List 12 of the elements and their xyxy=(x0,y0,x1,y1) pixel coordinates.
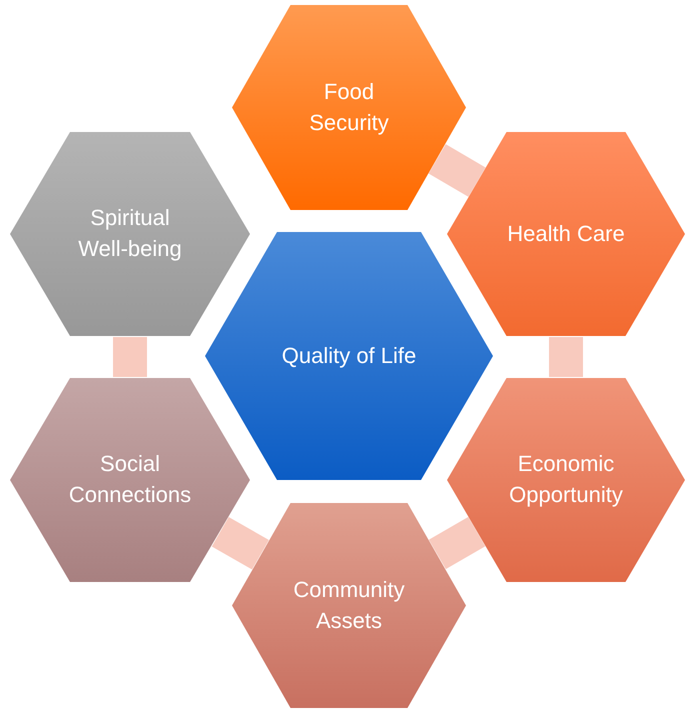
connector-band xyxy=(113,337,147,377)
node-label: Economic Opportunity xyxy=(508,450,624,509)
connector-band xyxy=(428,516,486,570)
node-label: Health Care xyxy=(507,220,625,248)
node-label: Social Connections xyxy=(68,450,192,509)
connector-band xyxy=(549,337,583,377)
node-label: Community Assets xyxy=(292,576,406,634)
connector-band xyxy=(212,516,269,570)
node-label: Spiritual Well-being xyxy=(77,204,183,263)
node-label: Quality of Life xyxy=(282,342,416,370)
node-label: Food Security xyxy=(308,78,390,137)
connector-band xyxy=(428,144,486,197)
